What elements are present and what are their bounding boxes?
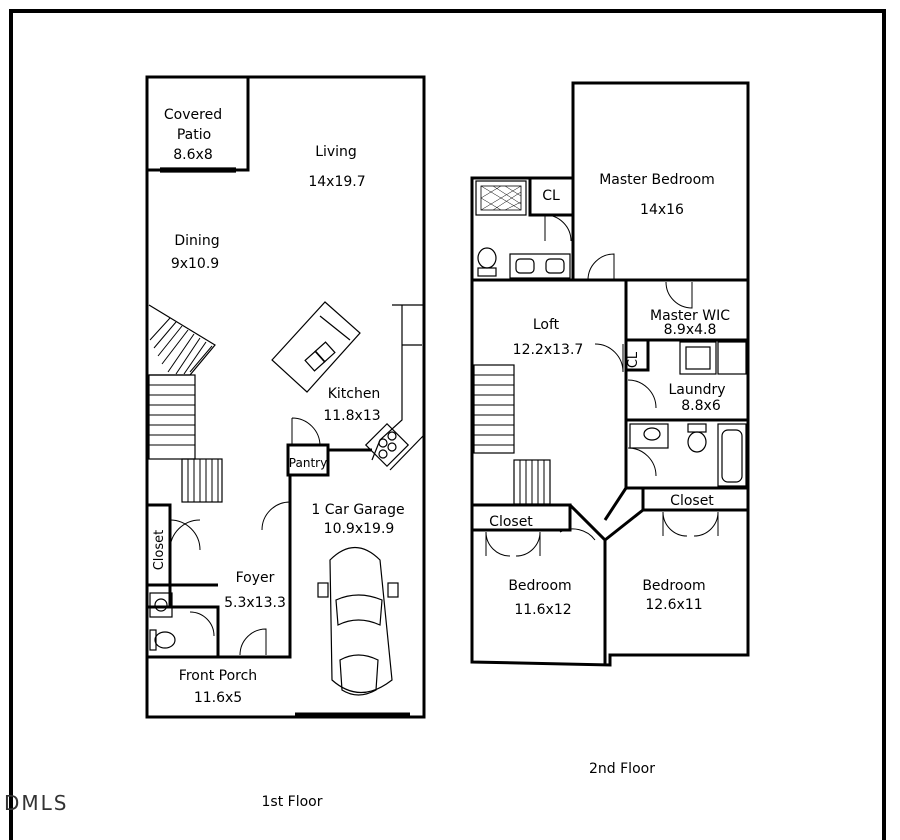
master-bedroom-size: 14x16: [640, 202, 684, 218]
master-bedroom-name: Master Bedroom: [599, 172, 715, 188]
dining-size: 9x10.9: [171, 256, 219, 272]
kitchen-name: Kitchen: [328, 386, 381, 402]
cl-laundry-name: CL: [626, 351, 641, 368]
living-size: 14x19.7: [308, 174, 365, 190]
pantry-name: Pantry: [289, 456, 327, 470]
kitchen-size: 11.8x13: [323, 408, 380, 424]
loft-name: Loft: [533, 317, 560, 333]
second-floor-plan: [470, 81, 750, 667]
covered-patio-name-1: Covered: [164, 107, 222, 123]
closet-left-name: Closet: [489, 514, 533, 530]
cl-top-name: CL: [542, 188, 560, 204]
master-wic-name: Master WIC: [650, 308, 730, 324]
stairs: [148, 304, 223, 503]
covered-patio-name-2: Patio: [177, 127, 211, 143]
bedroom-right-size: 12.6x11: [645, 597, 702, 613]
second-floor-caption: 2nd Floor: [589, 761, 655, 777]
first-floor-plan: [145, 75, 426, 719]
page-frame: [9, 9, 886, 840]
master-wic-size: 8.9x4.8: [664, 322, 717, 338]
foyer-name: Foyer: [236, 570, 275, 586]
laundry-name: Laundry: [668, 382, 725, 398]
laundry-size: 8.8x6: [681, 398, 721, 414]
loft-size: 12.2x13.7: [513, 342, 584, 358]
garage-name: 1 Car Garage: [311, 502, 404, 518]
living-name: Living: [315, 144, 357, 160]
dining-name: Dining: [174, 233, 219, 249]
covered-patio-size: 8.6x8: [173, 147, 212, 163]
garage-size: 10.9x19.9: [324, 521, 395, 537]
kitchen-island: [271, 301, 361, 393]
car-icon: [317, 546, 399, 696]
bedroom-right-name: Bedroom: [642, 578, 705, 594]
closet-name-first: Closet: [152, 530, 167, 571]
bedroom-left-name: Bedroom: [508, 578, 571, 594]
foyer-size: 5.3x13.3: [224, 595, 286, 611]
first-floor-caption: 1st Floor: [262, 794, 323, 810]
closet-right-name: Closet: [670, 493, 714, 509]
front-porch-name: Front Porch: [179, 668, 257, 684]
front-porch-size: 11.6x5: [194, 690, 242, 706]
watermark-logo: DMLS: [4, 791, 69, 815]
bedroom-left-size: 11.6x12: [514, 602, 571, 618]
